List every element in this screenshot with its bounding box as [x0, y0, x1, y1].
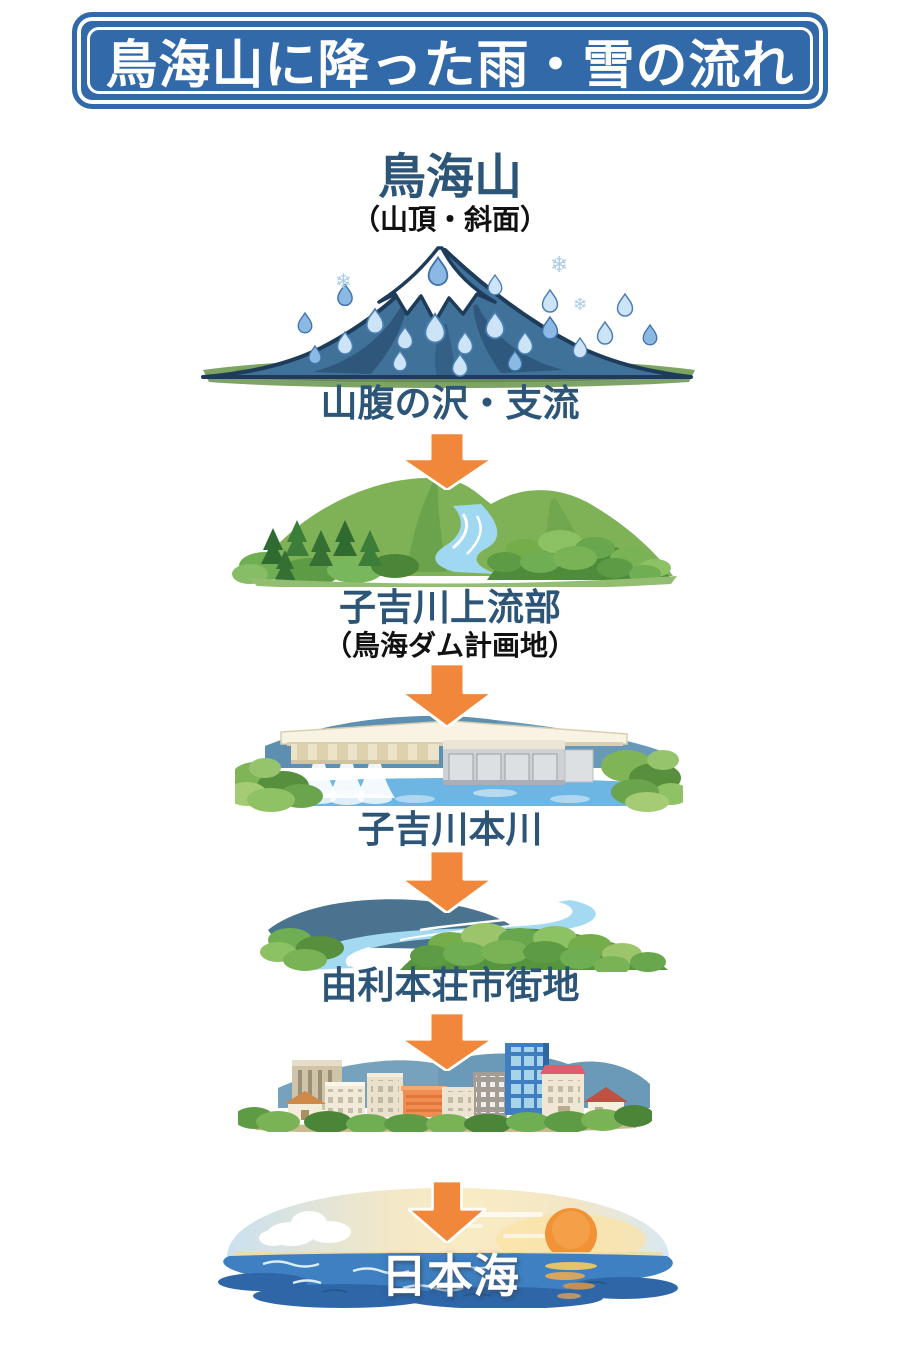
down-arrow-icon-2 — [401, 664, 493, 727]
mount-chokai-illustration: ❄ ❄ ❄ — [201, 246, 695, 388]
down-arrow-icon-3 — [401, 851, 493, 913]
svg-text:❄: ❄ — [573, 295, 587, 315]
title-banner-inner-frame: 鳥海山に降った雨・雪の流れ — [87, 27, 813, 95]
left-bushes — [260, 928, 344, 971]
street-bushes — [238, 1105, 652, 1132]
stage-sublabel-dam-site: （鳥海ダム計画地） — [323, 630, 576, 661]
gate-section — [291, 744, 439, 764]
chokai-dam-illustration — [235, 715, 683, 812]
stage-label-koyoshi-upstream: 子吉川上流部 — [339, 587, 561, 628]
right-bank — [400, 923, 668, 972]
svg-text:❄: ❄ — [550, 253, 568, 278]
svg-text:❄: ❄ — [335, 269, 352, 293]
buildings — [284, 1043, 628, 1120]
koyoshi-river-illustration — [260, 899, 668, 972]
right-bushes — [601, 750, 683, 812]
left-forest — [232, 520, 419, 586]
stage-label-sea-of-japan: 日本海 — [381, 1250, 519, 1302]
stage-sublabel-summit-slope: （山頂・斜面） — [351, 204, 548, 235]
stage-label-mountainside-streams: 山腹の沢・支流 — [320, 383, 580, 424]
stage-label-koyoshi-mainstream: 子吉川本川 — [357, 809, 543, 850]
down-arrow-icon-4 — [401, 1013, 493, 1071]
ground-strip — [249, 576, 677, 587]
cloud-icon — [259, 1211, 351, 1246]
title-banner: 鳥海山に降った雨・雪の流れ — [72, 12, 828, 109]
stage-label-mount-chokai: 鳥海山 — [377, 151, 522, 204]
snowflake-icons: ❄ ❄ ❄ — [335, 253, 587, 315]
page-title: 鳥海山に降った雨・雪の流れ — [105, 37, 795, 95]
down-arrow-icon-1 — [401, 433, 493, 490]
sun-reflection — [545, 1262, 597, 1299]
powerhouse-building — [443, 740, 594, 785]
stream — [435, 504, 498, 574]
yurihonjo-city-illustration — [238, 1043, 652, 1132]
stage-label-yurihonjo-city: 由利本荘市街地 — [320, 965, 580, 1006]
left-bushes — [235, 758, 323, 812]
sun-icon — [545, 1208, 597, 1260]
down-arrow-icon-5 — [408, 1181, 486, 1243]
mountainside-streams-illustration — [232, 477, 677, 587]
right-bush-mound — [487, 530, 673, 583]
